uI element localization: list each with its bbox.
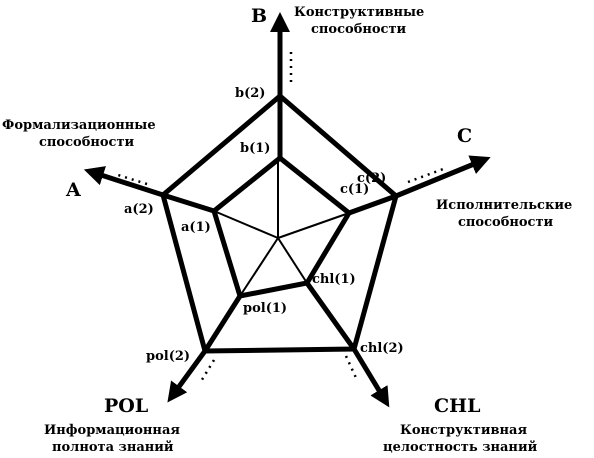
caption-pol-line2: полнота знаний [52,440,174,455]
arrow-chl [351,347,390,408]
arrow-a [83,166,164,198]
axis-c-inner [277,212,350,239]
point-label-a1: a(1) [181,220,211,235]
point-label-chl2: chl(2) [360,341,404,356]
dots-pol [198,359,216,384]
axis-letter-b: B [251,5,267,27]
caption-pol-line1: Информационная [44,423,180,438]
axis-arrows [83,12,491,408]
axis-lines [213,160,350,297]
axis-a-inner [213,210,279,239]
spoke-chl [304,281,357,351]
axis-chl-inner [277,237,308,284]
arrow-c [395,155,491,199]
point-label-c2: c(2) [357,171,386,186]
axis-letter-a: A [65,179,81,201]
caption-b-line1: Конструктивные [294,5,424,20]
caption-c-line1: Исполнительские [436,198,572,213]
axis-letter-pol: POL [104,395,148,417]
point-label-a2: a(2) [124,202,154,217]
point-label-b2: b(2) [235,86,265,101]
point-label-chl1: chl(1) [312,272,356,287]
spoke-a [162,192,215,214]
spokes [162,96,397,353]
axis-letter-c: C [457,125,472,147]
point-label-b1: b(1) [240,141,270,156]
axis-pol-inner [239,237,279,297]
point-label-pol2: pol(2) [146,349,190,364]
level-1-pentagon [211,154,353,299]
caption-a-line2: способности [39,135,135,150]
axis-letter-chl: CHL [434,395,480,417]
spoke-c [348,193,397,216]
point-label-c1: c(1) [340,182,369,197]
level-2-pentagon [160,92,399,354]
caption-b-line2: способности [311,22,407,37]
caption-c-line2: способности [458,215,554,230]
dotted-marks [117,50,447,384]
point-label-pol1: pol(1) [243,301,287,316]
arrow-pol [167,349,208,403]
caption-chl-line2: целостность знаний [383,440,538,455]
spoke-pol [202,294,243,353]
dots-a [117,173,148,186]
caption-a-line1: Формализационные [2,118,156,133]
dots-chl [344,355,359,381]
caption-chl-line1: Конструктивная [400,423,527,438]
